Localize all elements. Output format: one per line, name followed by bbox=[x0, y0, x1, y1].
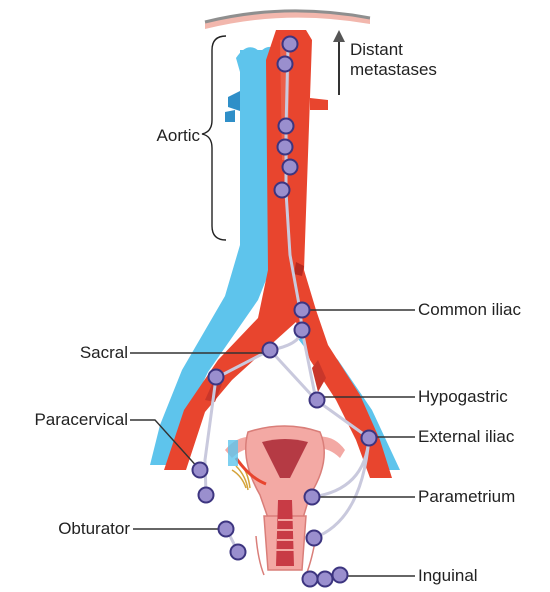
lymph-node-sacral bbox=[263, 343, 278, 358]
lymph-node-common-iliac bbox=[295, 303, 310, 318]
lymph-node-sacral bbox=[209, 370, 224, 385]
obturator-label: Obturator bbox=[26, 519, 130, 539]
lymph-node bbox=[275, 183, 290, 198]
lymph-node-inguinal bbox=[318, 572, 333, 587]
parametrium-label: Parametrium bbox=[418, 487, 515, 507]
hypogastric-label: Hypogastric bbox=[418, 387, 508, 407]
lymph-node-common-iliac bbox=[295, 323, 310, 338]
aortic-label: Aortic bbox=[140, 126, 200, 146]
aorta-branch bbox=[310, 98, 328, 110]
lymph-node-hypogastric bbox=[310, 393, 325, 408]
lymph-node-paracervical bbox=[193, 463, 208, 478]
lymph-node-obturator bbox=[231, 545, 246, 560]
cervical-canal bbox=[276, 500, 294, 566]
renal-vein-left bbox=[228, 91, 240, 111]
distant-metastases-label: Distant metastases bbox=[350, 40, 437, 80]
paracervical-label: Paracervical bbox=[8, 410, 128, 430]
lymph-node bbox=[279, 119, 294, 134]
lymph-node-paracervical bbox=[199, 488, 214, 503]
ureter-segment bbox=[228, 440, 238, 466]
lymph-node-obturator bbox=[219, 522, 234, 537]
distant-arrow-head bbox=[333, 30, 345, 42]
aorta bbox=[164, 30, 392, 478]
lymph-node-inguinal bbox=[333, 568, 348, 583]
lymph-node bbox=[283, 37, 298, 52]
lumbar-vein bbox=[225, 110, 235, 122]
external-iliac-label: External iliac bbox=[418, 427, 514, 447]
common-iliac-label: Common iliac bbox=[418, 300, 521, 320]
sacral-label: Sacral bbox=[58, 343, 128, 363]
lymph-node bbox=[278, 57, 293, 72]
lymph-node-parametrium bbox=[307, 531, 322, 546]
lymph-node bbox=[283, 160, 298, 175]
lymph-node-inguinal bbox=[303, 572, 318, 587]
lymph-node-external-iliac bbox=[362, 431, 377, 446]
aortic-brace bbox=[202, 36, 226, 240]
lymph-node-parametrium bbox=[305, 490, 320, 505]
lymph-node bbox=[278, 140, 293, 155]
inguinal-label: Inguinal bbox=[418, 566, 478, 586]
